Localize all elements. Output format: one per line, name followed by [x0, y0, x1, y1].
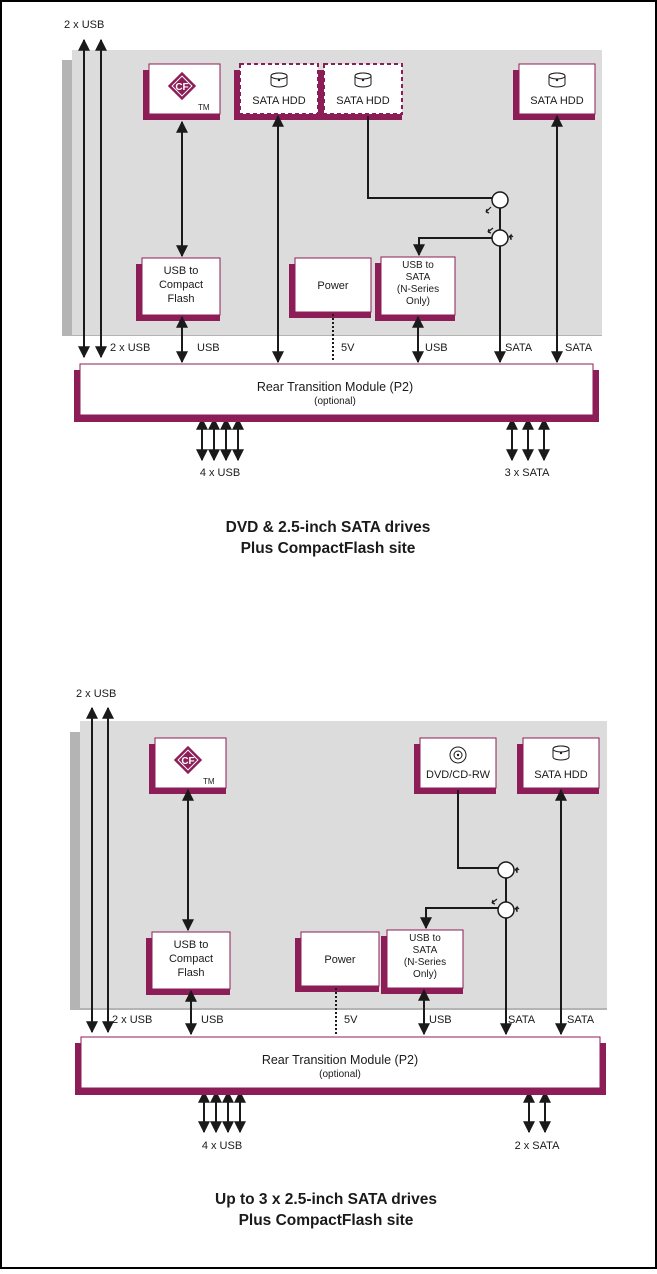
top-bottom-usb-label: 4 x USB [200, 467, 240, 479]
top-rear-transition-module: Rear Transition Module (P2) (optional) [74, 363, 599, 422]
top-usb-to-cf-bridge: USB to Compact Flash [136, 257, 221, 321]
bottom-usbcf-line-1: USB to [174, 939, 209, 951]
bottom-rear-transition-module: Rear Transition Module (P2) (optional) [75, 1036, 606, 1095]
bottom-usb-to-cf-bridge: USB to Compact Flash [146, 931, 231, 995]
bottom-bus-usb1-label: USB [201, 1014, 224, 1026]
bottom-bottom-usb-label: 4 x USB [202, 1140, 242, 1152]
top-hdd2-label: SATA HDD [336, 95, 389, 107]
bottom-signal-lines [86, 706, 567, 1134]
top-bottom-sata-label: 3 x SATA [505, 467, 550, 479]
bottom-cf-logo-icon: CF [171, 743, 205, 777]
bottom-bus-sata2-label: SATA [567, 1014, 595, 1026]
top-rtm-title: Rear Transition Module (P2) [257, 380, 413, 394]
bottom-hdd-disk-icon [552, 745, 570, 761]
bottom-switch-arrow-icons [491, 866, 520, 912]
bottom-sata-switch-lower [497, 901, 515, 919]
bottom-sata-switch-upper [497, 861, 515, 879]
bottom-diagram: CF TM DVD/CD-RW SATA HDD [70, 688, 607, 1229]
top-sata-switch-lower [491, 229, 509, 247]
top-rtm-subtitle: (optional) [314, 396, 356, 407]
top-power-label: Power [317, 280, 349, 292]
top-sata-hdd-3: SATA HDD [513, 63, 596, 120]
top-hdd2-disk-icon [354, 72, 372, 88]
top-hdd3-disk-icon [548, 72, 566, 88]
top-bus-2usb-label: 2 x USB [110, 342, 150, 354]
bottom-bus-sata1-label: SATA [508, 1014, 536, 1026]
bottom-dvd-label: DVD/CD-RW [426, 769, 491, 781]
top-caption-line-1: DVD & 2.5-inch SATA drives [226, 519, 431, 536]
bottom-rtm-title: Rear Transition Module (P2) [262, 1053, 418, 1067]
top-usbsata-line-1: USB to [402, 260, 434, 271]
bottom-power-block: Power [295, 931, 380, 992]
bottom-bottom-sata-label: 2 x SATA [515, 1140, 560, 1152]
bottom-usbcf-line-3: Flash [178, 967, 205, 979]
top-usbsata-line-2: SATA [406, 272, 431, 283]
top-sata-hdd-2: SATA HDD [318, 63, 403, 120]
top-bus-5v-label: 5V [341, 342, 355, 354]
bottom-bus-5v-label: 5V [344, 1014, 358, 1026]
bottom-usb-to-sata-bridge: USB to SATA (N-Series Only) [381, 929, 464, 994]
bottom-tm-text: TM [203, 777, 215, 786]
top-cf-module: CF TM [143, 63, 221, 120]
top-bus-usb2-label: USB [425, 342, 448, 354]
bottom-usbcf-line-2: Compact [169, 953, 213, 965]
bottom-sata-hdd: SATA HDD [517, 737, 600, 794]
top-hdd1-label: SATA HDD [252, 95, 305, 107]
bottom-bus-usb2-label: USB [429, 1014, 452, 1026]
bottom-caption-line-2: Plus CompactFlash site [239, 1212, 414, 1229]
bottom-rtm-subtitle: (optional) [319, 1069, 361, 1080]
bottom-usbsata-line-1: USB to [409, 933, 441, 944]
top-diagram: CF TM SATA HDD SATA HDD [62, 19, 602, 557]
bottom-cf-text: CF [181, 756, 194, 767]
top-cf-logo-icon: CF [165, 69, 199, 103]
top-usbcf-line-1: USB to [164, 265, 199, 277]
bottom-usbsata-line-3: (N-Series [404, 957, 446, 968]
top-power-block: Power [289, 257, 372, 318]
bottom-dvd-drive: DVD/CD-RW [414, 737, 497, 794]
top-hdd3-label: SATA HDD [530, 95, 583, 107]
bottom-usb-top-label: 2 x USB [76, 688, 116, 700]
top-usb-top-label: 2 x USB [64, 19, 104, 31]
bottom-cf-module: CF TM [149, 737, 227, 794]
top-caption-line-2: Plus CompactFlash site [241, 540, 416, 557]
top-usbcf-line-2: Compact [159, 279, 203, 291]
top-sata-hdd-1: SATA HDD [234, 63, 319, 120]
top-sata-switch-upper [491, 191, 509, 209]
top-bus-sata2-label: SATA [565, 342, 593, 354]
bottom-usbsata-line-4: Only) [413, 969, 437, 980]
bottom-bus-2usb-label: 2 x USB [112, 1014, 152, 1026]
bottom-usbsata-line-2: SATA [413, 945, 438, 956]
top-cf-text: CF [175, 82, 188, 93]
top-signal-lines [78, 38, 563, 462]
top-hdd1-disk-icon [270, 72, 288, 88]
top-switch-arrow-icons [485, 206, 514, 240]
top-usbcf-line-3: Flash [168, 293, 195, 305]
top-bus-usb1-label: USB [197, 342, 220, 354]
top-usb-to-sata-bridge: USB to SATA (N-Series Only) [375, 256, 456, 321]
bottom-hdd-label: SATA HDD [534, 769, 587, 781]
top-tm-text: TM [198, 103, 210, 112]
bottom-caption-line-1: Up to 3 x 2.5-inch SATA drives [215, 1191, 437, 1208]
bottom-dvd-disc-icon [449, 746, 467, 764]
bottom-power-label: Power [324, 954, 356, 966]
top-bus-sata1-label: SATA [505, 342, 533, 354]
top-usbsata-line-3: (N-Series [397, 284, 439, 295]
top-usbsata-line-4: Only) [406, 296, 430, 307]
